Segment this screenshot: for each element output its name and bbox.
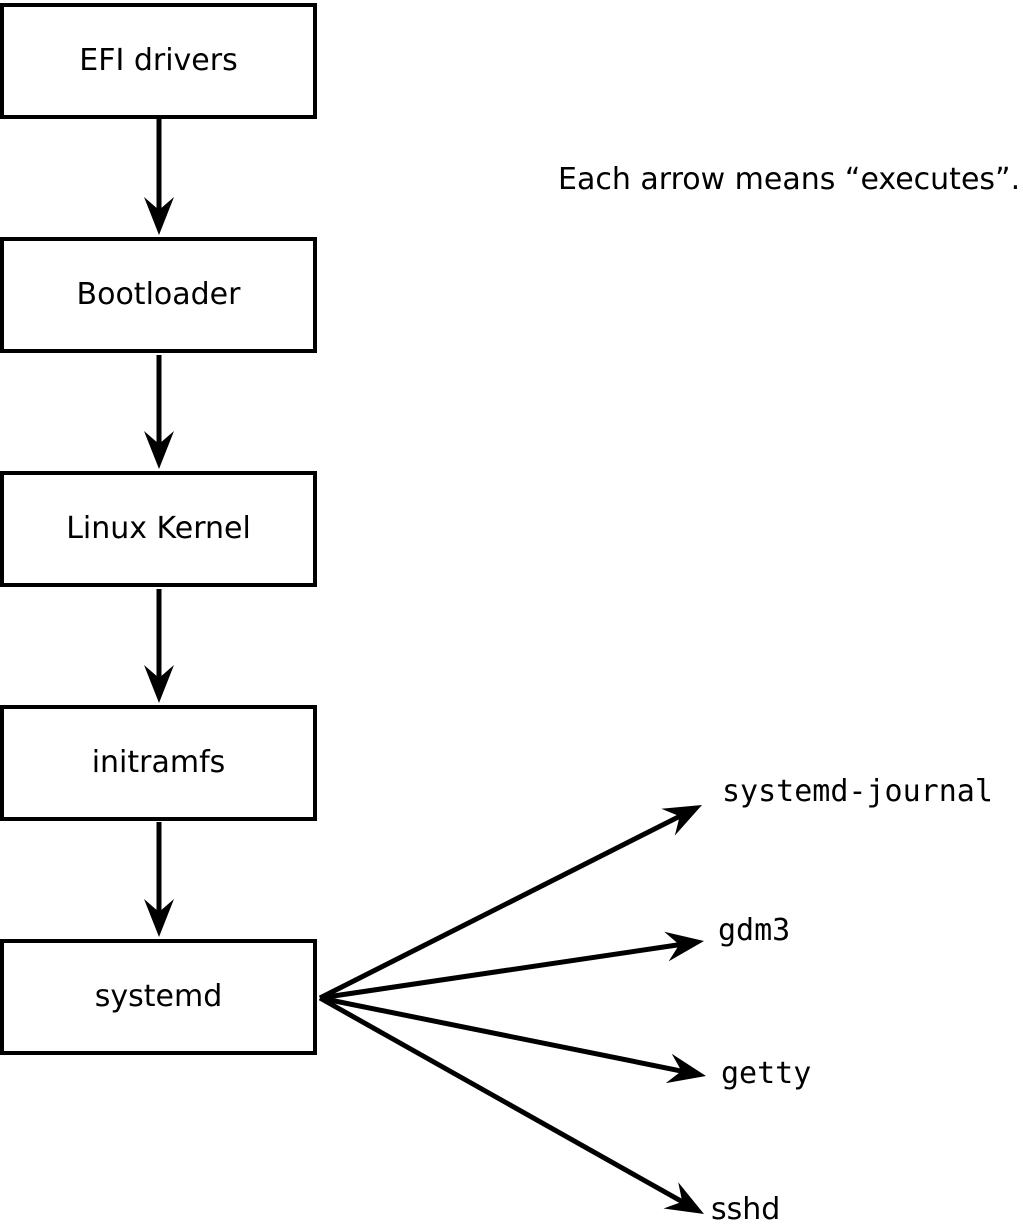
node-efi-drivers-label: EFI drivers — [79, 43, 238, 78]
arrow-linux-kernel-to-initramfs — [144, 589, 174, 703]
node-initramfs: initramfs — [0, 705, 317, 821]
node-linux-kernel-label: Linux Kernel — [66, 511, 251, 546]
node-systemd: systemd — [0, 939, 317, 1055]
arrow-systemd-to-sshd — [318, 995, 704, 1214]
leaf-label-sshd: sshd — [711, 1192, 781, 1227]
node-initramfs-label: initramfs — [91, 745, 226, 780]
node-linux-kernel: Linux Kernel — [0, 471, 317, 587]
arrow-efi-drivers-to-bootloader — [144, 119, 174, 235]
arrow-bootloader-to-linux-kernel — [144, 355, 174, 469]
arrow-systemd-to-getty — [319, 995, 706, 1084]
arrow-systemd-to-systemd-journal — [318, 805, 702, 1001]
leaf-label-getty: getty — [721, 1056, 812, 1091]
node-efi-drivers: EFI drivers — [0, 3, 317, 119]
arrowhead-bootloader-to-linux-kernel — [144, 431, 174, 469]
arrow-systemd-to-gdm3 — [319, 931, 704, 1001]
arrowhead-systemd-to-sshd — [663, 1182, 704, 1214]
arrowhead-linux-kernel-to-initramfs — [144, 665, 174, 703]
arrow-initramfs-to-systemd — [144, 822, 174, 937]
leaf-label-gdm3: gdm3 — [718, 913, 791, 948]
arrowhead-systemd-to-gdm3 — [664, 931, 704, 962]
node-bootloader: Bootloader — [0, 237, 317, 353]
node-systemd-label: systemd — [94, 979, 223, 1014]
arrowhead-efi-drivers-to-bootloader — [144, 197, 174, 235]
arrowhead-initramfs-to-systemd — [144, 899, 174, 937]
annotation-text: Each arrow means “executes”. — [558, 162, 1021, 197]
leaf-label-systemd-journal: systemd-journal — [722, 774, 993, 809]
arrowhead-systemd-to-getty — [665, 1053, 706, 1084]
arrowhead-systemd-to-systemd-journal — [661, 805, 702, 836]
node-bootloader-label: Bootloader — [76, 277, 241, 312]
